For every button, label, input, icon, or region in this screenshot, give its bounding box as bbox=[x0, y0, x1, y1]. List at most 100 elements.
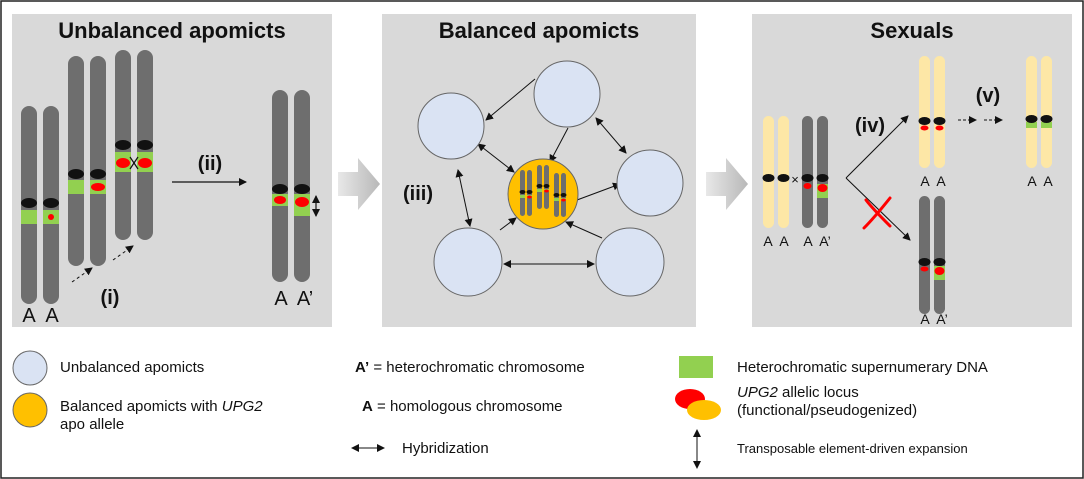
centromere bbox=[816, 174, 829, 182]
upg2-allele bbox=[817, 184, 828, 192]
centromere bbox=[43, 198, 59, 208]
step-label-i: (i) bbox=[101, 287, 120, 309]
centromere bbox=[918, 117, 931, 125]
unbalanced-apomict-circle bbox=[417, 92, 485, 160]
supernumerary-block bbox=[1041, 122, 1052, 128]
upg2-allele bbox=[935, 125, 944, 131]
apomictic-offspring bbox=[918, 196, 946, 314]
upg2-allele bbox=[920, 125, 929, 131]
upg2-allele bbox=[920, 266, 929, 272]
panel-sexuals bbox=[752, 14, 1072, 327]
chromosome-light bbox=[919, 56, 930, 168]
chromosome-light bbox=[934, 56, 945, 168]
centromere bbox=[933, 258, 946, 266]
hybridization-arrow bbox=[485, 78, 536, 121]
chromosome-label-a-prime: A’ bbox=[297, 288, 313, 310]
blocked-cross bbox=[862, 196, 892, 230]
chromosome-label-a: A bbox=[1043, 173, 1053, 189]
dashed-arrow bbox=[71, 267, 93, 283]
final-sexual-pair bbox=[1025, 56, 1053, 168]
centromere bbox=[90, 169, 106, 179]
balanced-apomict-circle bbox=[507, 158, 579, 230]
centromere bbox=[762, 174, 775, 182]
transition-arrow-2 bbox=[706, 158, 748, 210]
chromosome bbox=[817, 116, 828, 228]
upg2-allele bbox=[116, 158, 130, 168]
unbalanced-apomict-circle bbox=[433, 227, 503, 297]
hybridization-arrow bbox=[565, 221, 603, 239]
step-label-v: (v) bbox=[976, 85, 1000, 107]
hybridization-arrow bbox=[595, 117, 627, 154]
chromosome-label-a-prime: A’ bbox=[819, 233, 830, 249]
centromere bbox=[68, 169, 84, 179]
step-label-iii: (iii) bbox=[403, 183, 433, 205]
dashed-arrow bbox=[112, 245, 134, 261]
transition-arrow-1 bbox=[338, 158, 380, 210]
hybridization-arrow bbox=[477, 143, 515, 173]
hybridization-arrow bbox=[549, 127, 569, 163]
crossover-mark bbox=[129, 156, 139, 170]
hybridization-arrow bbox=[576, 182, 621, 201]
chromosome-label-a: A bbox=[1027, 173, 1037, 189]
centromere bbox=[272, 184, 288, 194]
hybridization-network bbox=[417, 60, 684, 297]
supernumerary-block bbox=[68, 180, 84, 194]
panel-title-sexuals: Sexuals bbox=[870, 18, 953, 43]
supernumerary-block bbox=[21, 210, 37, 224]
arrow-step-iv bbox=[845, 115, 909, 179]
panel-title-unbalanced: Unbalanced apomicts bbox=[58, 18, 285, 43]
step-label-ii: (ii) bbox=[198, 153, 222, 175]
supernumerary-block bbox=[1026, 122, 1037, 128]
centromere bbox=[294, 184, 310, 194]
hybridization-arrow bbox=[455, 169, 473, 227]
unbalanced-chromosomes bbox=[21, 50, 153, 304]
chromosome bbox=[68, 56, 84, 266]
upg2-allele bbox=[274, 196, 286, 204]
unbalanced-apomict-circle bbox=[533, 60, 601, 128]
upg2-allele bbox=[295, 197, 309, 207]
unbalanced-apomict-circle bbox=[595, 227, 665, 297]
centromere bbox=[801, 174, 814, 182]
hybridization-arrow bbox=[499, 217, 517, 231]
legend-green-block bbox=[679, 356, 713, 378]
centromere bbox=[1040, 115, 1053, 123]
upg2-allele bbox=[91, 183, 105, 191]
chromosome-label-a: A bbox=[936, 173, 946, 189]
centromere bbox=[777, 174, 790, 182]
chromosome bbox=[90, 56, 106, 266]
legend-orange-allele bbox=[687, 400, 721, 420]
chromosome-label-a: A bbox=[803, 233, 813, 249]
upg2-allele bbox=[934, 267, 945, 275]
centromere bbox=[918, 258, 931, 266]
centromere bbox=[21, 198, 37, 208]
sexual-parents bbox=[762, 116, 829, 228]
chromosome-light bbox=[778, 116, 789, 228]
sexual-offspring bbox=[918, 56, 946, 168]
chromosome-label-a: A bbox=[45, 305, 59, 327]
mini-chromosomes bbox=[519, 165, 567, 217]
chromosome-label-a: A bbox=[274, 288, 288, 310]
chromosome-label-a: A bbox=[763, 233, 773, 249]
legend-blue-circle bbox=[12, 350, 48, 386]
centromere bbox=[1025, 115, 1038, 123]
chromosome-light bbox=[763, 116, 774, 228]
step-label-iv: (iv) bbox=[855, 115, 885, 137]
upg2-allele bbox=[803, 183, 812, 189]
upg2-allele bbox=[48, 214, 54, 220]
chromosome bbox=[802, 116, 813, 228]
centromere bbox=[933, 117, 946, 125]
chromosome-light bbox=[1041, 56, 1052, 168]
chromosome-light bbox=[1026, 56, 1037, 168]
chromosome-label-a: A bbox=[920, 173, 930, 189]
chromosome-label-a: A bbox=[920, 311, 930, 327]
cross-symbol: × bbox=[791, 172, 799, 187]
unbalanced-apomict-circle bbox=[616, 149, 684, 217]
legend-orange-circle bbox=[12, 392, 48, 428]
heterochromatic-pair bbox=[272, 90, 320, 282]
centromere bbox=[115, 140, 131, 150]
chromosome bbox=[919, 196, 930, 314]
upg2-allele bbox=[138, 158, 152, 168]
centromere bbox=[137, 140, 153, 150]
